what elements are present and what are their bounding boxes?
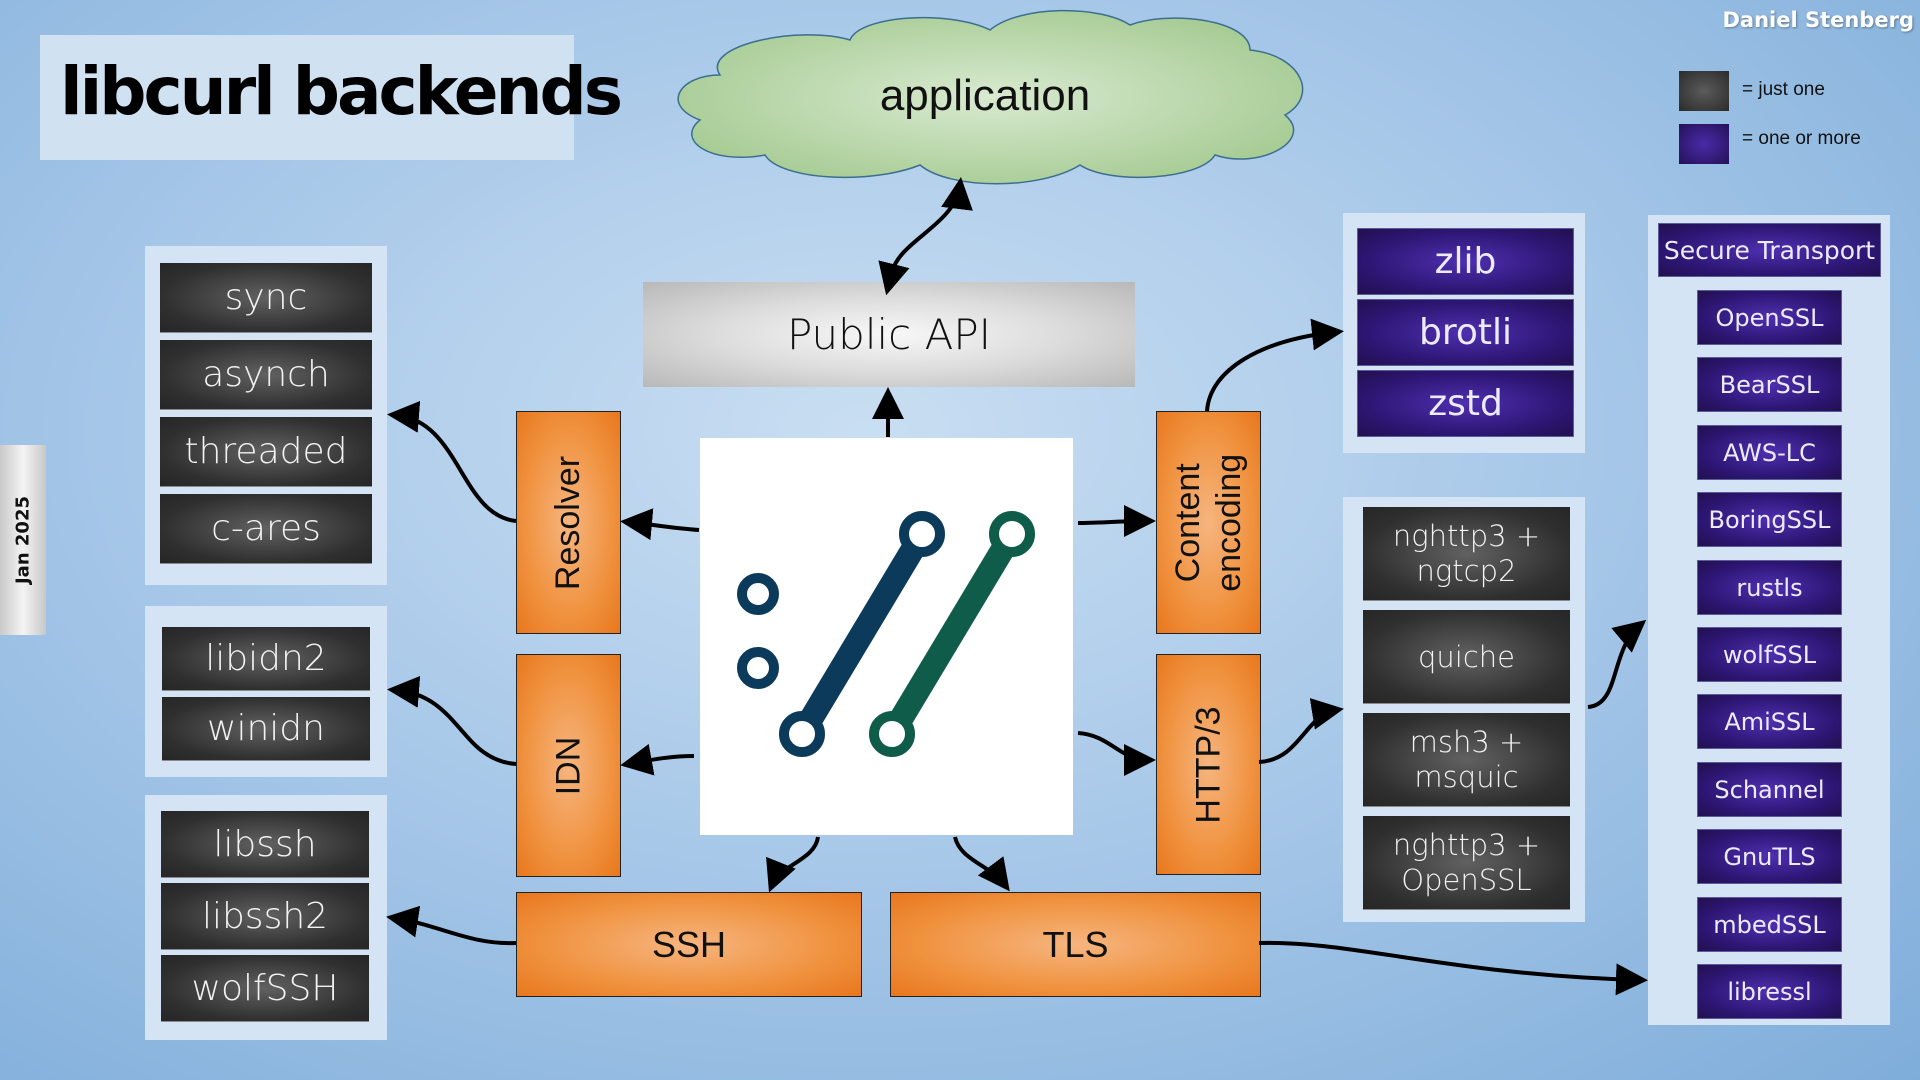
backend-brotli: brotli	[1357, 299, 1574, 366]
legend-swatch-one-or-more	[1679, 124, 1729, 164]
backend-asynch: asynch	[160, 340, 372, 410]
backend-libssh: libssh	[161, 811, 369, 878]
arrow-tls-backends	[1258, 940, 1648, 996]
public-api-box: Public API	[643, 282, 1135, 387]
application-cloud: application	[677, 9, 1304, 185]
idn-backends-panel: libidn2 winidn	[145, 606, 387, 777]
backend-secure-transport: Secure Transport	[1658, 223, 1881, 277]
arrow-core-http3	[1077, 731, 1156, 776]
arrow-idn-backends	[387, 675, 517, 766]
backend-nghttp3-ngtcp2: nghttp3 + ngtcp2	[1363, 507, 1570, 601]
backend-libssh2: libssh2	[161, 883, 369, 950]
application-label: application	[880, 71, 1090, 120]
arrow-core-resolver	[620, 508, 700, 541]
backend-libidn2: libidn2	[162, 627, 370, 691]
backend-threaded: threaded	[160, 417, 372, 487]
arrow-http3-backends	[1258, 698, 1344, 764]
backend-libressl: libressl	[1697, 964, 1842, 1019]
backend-msh3-msquic: msh3 + msquic	[1363, 713, 1570, 807]
backend-sync: sync	[160, 263, 372, 333]
backend-aws-lc: AWS-LC	[1697, 425, 1842, 480]
core-logo-box	[700, 438, 1073, 835]
backend-gnutls: GnuTLS	[1697, 829, 1842, 884]
cloud-shape	[677, 9, 1304, 185]
backend-boringssl: BoringSSL	[1697, 492, 1842, 547]
arrow-content-encoding-backends	[1205, 318, 1344, 412]
logo-slash-green	[880, 522, 1024, 746]
legend-label-one-or-more: = one or more	[1742, 128, 1861, 149]
page-title: libcurl backends	[60, 53, 623, 130]
backend-amissl: AmiSSL	[1697, 694, 1842, 749]
logo-dot-lower	[737, 647, 779, 689]
ssh-label: SSH	[651, 923, 727, 965]
backend-zstd: zstd	[1357, 370, 1574, 437]
tls-label: TLS	[1042, 923, 1109, 965]
legend-label-just-one: = just one	[1742, 79, 1825, 100]
tls-box: TLS	[890, 892, 1261, 997]
ssh-backends-panel: libssh libssh2 wolfSSH	[145, 795, 387, 1040]
arrow-app-api	[878, 177, 973, 296]
backend-winidn: winidn	[162, 697, 370, 761]
date-tab: Jan 2025	[0, 445, 46, 635]
backend-schannel: Schannel	[1697, 762, 1842, 817]
backend-bearssl: BearSSL	[1697, 357, 1842, 412]
http3-box: HTTP/3	[1156, 654, 1261, 875]
tls-backends-panel: Secure Transport OpenSSL BearSSL AWS-LC …	[1648, 215, 1890, 1025]
arrow-ssh-backends	[386, 905, 517, 946]
compression-backends-panel: zlib brotli zstd	[1343, 213, 1585, 453]
backend-nghttp3-openssl: nghttp3 + OpenSSL	[1363, 816, 1570, 910]
arrow-core-ssh	[766, 836, 820, 893]
title-box: libcurl backends	[40, 35, 623, 160]
backend-rustls: rustls	[1697, 560, 1842, 615]
author-name: Daniel Stenberg	[1722, 8, 1914, 32]
legend-swatch-just-one	[1679, 71, 1729, 111]
ssh-box: SSH	[516, 892, 862, 997]
arrow-http3-tls	[1587, 619, 1647, 709]
content-encoding-box: Content encoding	[1156, 411, 1261, 634]
logo-dot-upper	[737, 573, 779, 615]
backend-wolfssh: wolfSSH	[161, 955, 369, 1022]
arrow-core-idn	[620, 743, 695, 776]
http3-backends-panel: nghttp3 + ngtcp2 quiche msh3 + msquic ng…	[1343, 497, 1585, 922]
arrow-core-content-encoding	[1077, 505, 1156, 538]
backend-quiche: quiche	[1363, 610, 1570, 704]
arrow-resolver-backends	[387, 400, 517, 523]
backend-wolfssl: wolfSSL	[1697, 627, 1842, 682]
backend-c-ares: c-ares	[160, 494, 372, 564]
idn-box: IDN	[516, 654, 621, 877]
backend-openssl: OpenSSL	[1697, 290, 1842, 345]
resolver-backends-panel: sync asynch threaded c-ares	[145, 246, 387, 585]
arrow-core-tls	[953, 836, 1010, 892]
logo-slash-blue	[790, 522, 934, 746]
backend-mbedssl: mbedSSL	[1697, 897, 1842, 952]
backend-zlib: zlib	[1357, 228, 1574, 295]
curl-logo-icon	[737, 511, 1035, 757]
